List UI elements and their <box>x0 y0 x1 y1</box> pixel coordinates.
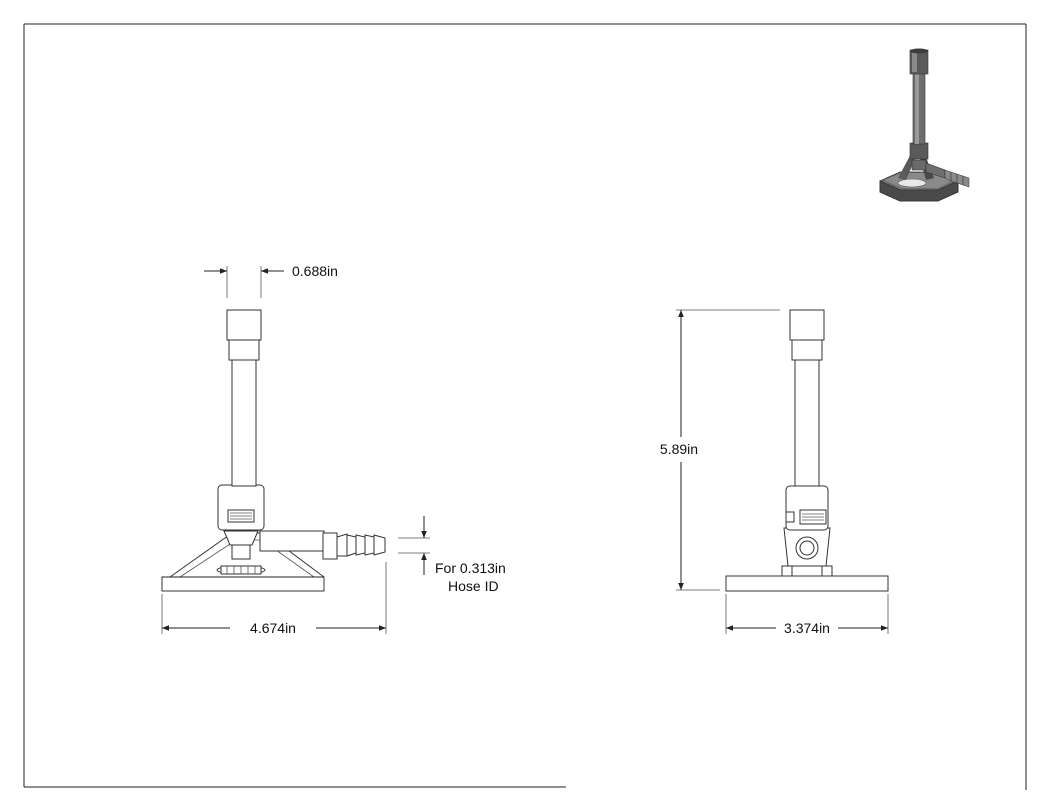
hose-label-line1: For 0.313in <box>435 560 506 576</box>
side-width-label: 3.374in <box>784 620 830 636</box>
dim-front-width: 4.674in <box>161 562 387 636</box>
side-height-label: 5.89in <box>660 441 698 457</box>
front-burner-tube <box>231 359 257 487</box>
side-view: 5.89in 3.374in <box>660 309 889 636</box>
isometric-view <box>879 48 970 202</box>
front-hose-barb <box>336 533 386 557</box>
hose-label-line2: Hose ID <box>448 578 499 594</box>
side-burner-tube <box>794 359 820 487</box>
front-air-collar <box>217 484 265 531</box>
front-gas-inlet <box>259 530 325 552</box>
side-base-plate <box>725 575 889 592</box>
side-burner-tip <box>789 309 825 341</box>
tube-diameter-label: 0.688in <box>292 263 338 279</box>
front-burner-tip <box>226 309 262 341</box>
front-view: 0.688in 4.674in For 0.313in Hose ID <box>161 263 506 636</box>
front-width-label: 4.674in <box>250 620 296 636</box>
front-base-plate <box>161 576 325 592</box>
dim-side-width: 3.374in <box>725 594 889 636</box>
dim-tube-diameter: 0.688in <box>204 263 338 298</box>
dim-side-height: 5.89in <box>660 309 780 591</box>
sheet-border <box>23 23 1027 790</box>
dim-hose-id: For 0.313in Hose ID <box>398 516 506 594</box>
